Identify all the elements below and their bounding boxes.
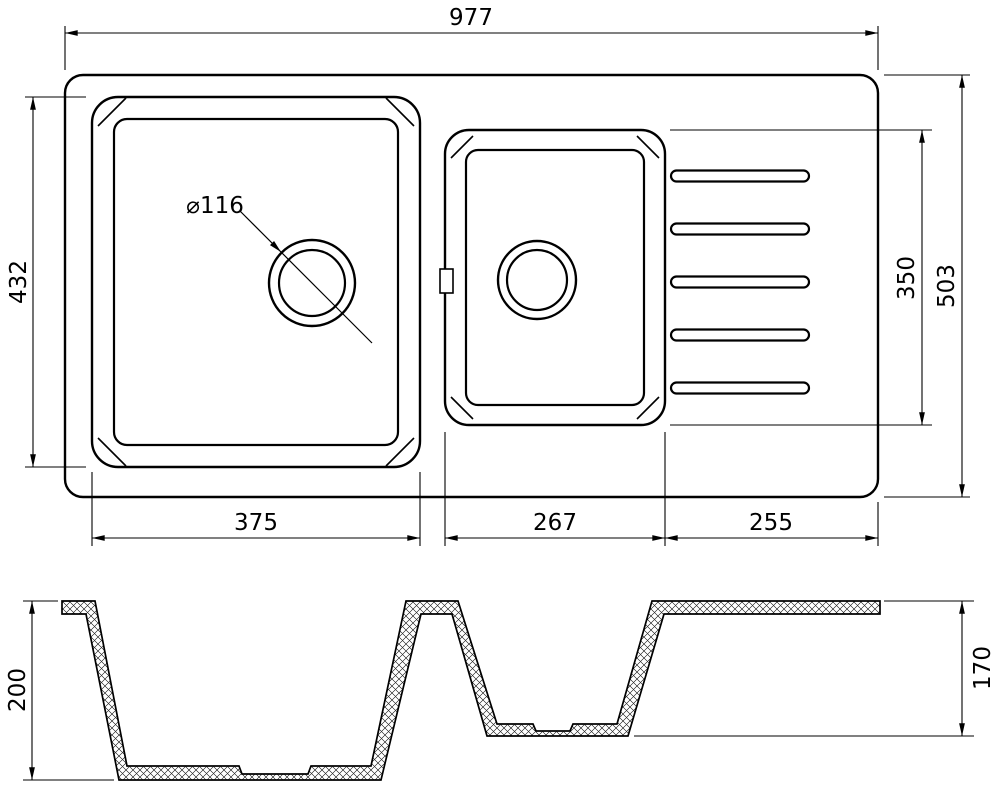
groove-3 xyxy=(669,275,811,289)
main-bowl-corner-mark-br xyxy=(385,437,415,467)
dim-bottom-widths: 375 267 255 xyxy=(91,432,879,546)
drain-diameter-line xyxy=(280,251,373,344)
groove-1 xyxy=(669,169,811,183)
second-drain-inner-circle xyxy=(505,248,569,312)
dim-drain-diameter-label: ⌀116 xyxy=(186,193,244,219)
section-view: 200 170 xyxy=(5,600,996,781)
second-bowl xyxy=(439,128,667,427)
dim-overall-width-label: 977 xyxy=(449,5,493,31)
dim-main-bowl-width-label: 375 xyxy=(234,510,278,536)
groove-4 xyxy=(669,328,811,342)
second-drain-outer-circle xyxy=(496,239,578,321)
main-bowl-outer-rim xyxy=(90,95,422,469)
main-drain-inner-circle xyxy=(277,248,347,318)
dim-second-bowl-depth: 170 xyxy=(634,600,996,737)
main-bowl-corner-mark-tr xyxy=(385,97,415,127)
drainboard-grooves xyxy=(669,169,811,395)
second-bowl-corner-mark-br xyxy=(636,396,660,420)
main-drain-outer-circle xyxy=(267,238,357,328)
second-bowl-corner-mark-tl xyxy=(450,135,474,159)
dim-main-bowl-depth-label: 200 xyxy=(5,668,31,712)
main-bowl xyxy=(90,95,422,469)
second-bowl-outer-rim xyxy=(443,128,667,427)
main-bowl-inner-rim xyxy=(112,117,400,447)
drain-diameter-callout: ⌀116 xyxy=(186,193,373,344)
dim-overall-height: 503 xyxy=(884,74,970,498)
dim-overall-height-label: 503 xyxy=(934,264,960,308)
second-bowl-inner-rim xyxy=(464,148,646,407)
dim-second-bowl-width-label: 267 xyxy=(533,510,577,536)
dim-main-bowl-height-label: 432 xyxy=(6,260,32,304)
section-profile xyxy=(61,600,881,781)
dim-second-bowl-depth-label: 170 xyxy=(970,646,996,690)
main-bowl-corner-mark-bl xyxy=(97,437,127,467)
dim-main-bowl-depth: 200 xyxy=(5,600,114,781)
second-bowl-corner-mark-tr xyxy=(636,135,660,159)
top-view-dimensions: 977 432 503 350 xyxy=(6,5,970,546)
second-bowl-corner-mark-bl xyxy=(450,396,474,420)
groove-2 xyxy=(669,222,811,236)
dim-overall-width: 977 xyxy=(64,5,879,70)
drain-diameter-leader-arrow xyxy=(239,210,282,253)
top-view: ⌀116 xyxy=(63,73,880,499)
main-bowl-corner-mark-tl xyxy=(97,97,127,127)
overflow-notch xyxy=(439,268,454,294)
dim-main-bowl-height: 432 xyxy=(6,96,86,468)
dim-drainboard-width-label: 255 xyxy=(749,510,793,536)
sink-outline xyxy=(63,73,880,499)
groove-5 xyxy=(669,381,811,395)
dim-second-bowl-height-label: 350 xyxy=(894,256,920,300)
dim-second-bowl-height: 350 xyxy=(670,129,932,426)
